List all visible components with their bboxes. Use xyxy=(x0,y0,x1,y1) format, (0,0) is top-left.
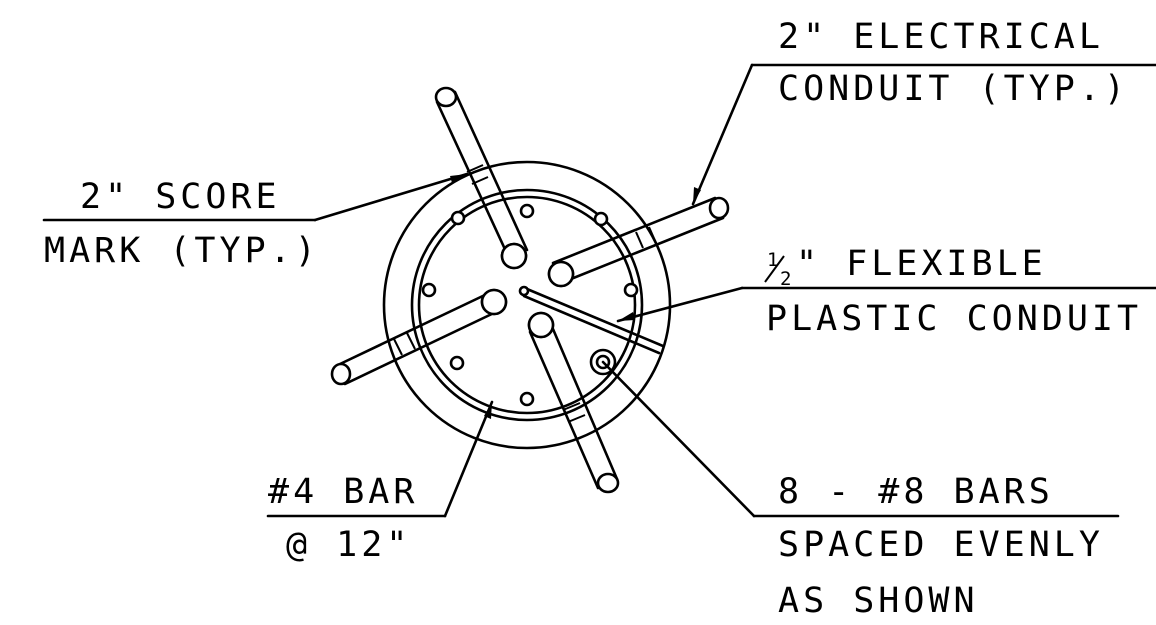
label-flexible-line1: " FLEXIBLE xyxy=(796,244,1047,284)
bar-8 xyxy=(450,210,466,226)
label-tie-bar-line2: @ 12" xyxy=(286,525,411,565)
bar-5 xyxy=(519,391,535,407)
svg-text:1: 1 xyxy=(767,249,778,271)
bar-7 xyxy=(421,282,437,298)
label-flexible-fraction: 1 2 xyxy=(764,249,791,290)
svg-text:2: 2 xyxy=(780,268,791,290)
label-tie-bar-line1: #4 BAR xyxy=(268,472,418,512)
longitudinal-bars xyxy=(421,203,639,407)
label-bars-line1: 8 - #8 BARS xyxy=(778,472,1054,512)
tie-bar-ring-inner xyxy=(417,195,637,415)
label-electrical-line2: CONDUIT (TYP.) xyxy=(778,69,1129,109)
bar-6 xyxy=(449,355,465,371)
leader-longitudinal-bars xyxy=(601,360,1120,518)
label-score-line1: 2" SCORE xyxy=(80,177,281,217)
label-electrical-line1: 2" ELECTRICAL xyxy=(778,17,1104,57)
outer-section-circle xyxy=(382,160,672,450)
label-bars-line3: AS SHOWN xyxy=(778,581,979,621)
tie-bar-ring-outer xyxy=(410,188,644,422)
bar-2 xyxy=(593,211,609,227)
leader-score-mark xyxy=(42,172,469,222)
leader-flexible-conduit xyxy=(616,286,1156,323)
label-flexible-line2: PLASTIC CONDUIT xyxy=(766,299,1142,339)
bar-3 xyxy=(623,282,639,298)
label-bars-line2: SPACED EVENLY xyxy=(778,525,1104,565)
bar-1 xyxy=(519,203,535,219)
leader-tie-bar xyxy=(266,400,494,518)
label-score-line2: MARK (TYP.) xyxy=(44,231,320,271)
leader-electrical-conduit xyxy=(691,63,1156,206)
